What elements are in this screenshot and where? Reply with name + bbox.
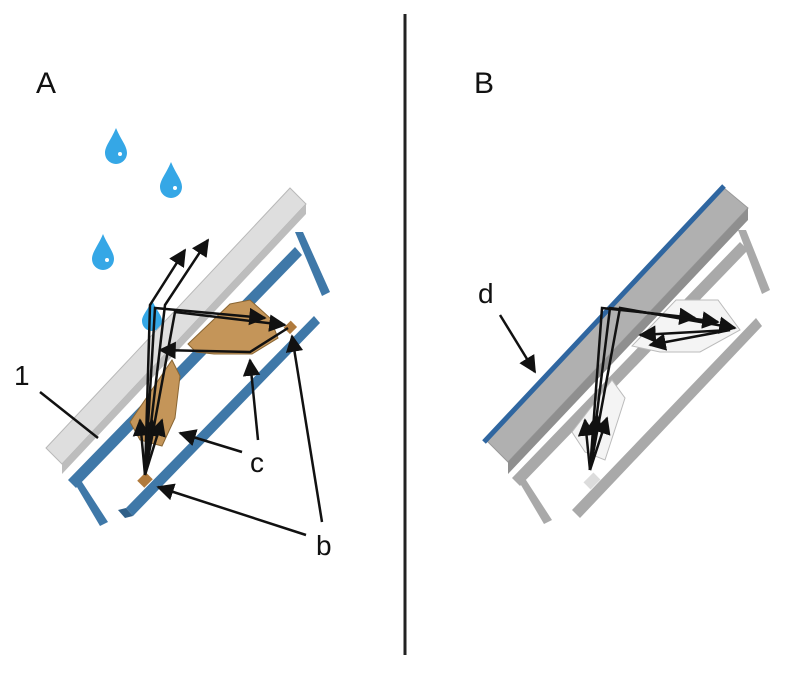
- ray-arrow: [143, 310, 287, 476]
- ray-arrow: [588, 416, 611, 471]
- water-drop-icon: [105, 128, 127, 164]
- ray-arrow: [132, 418, 151, 476]
- callout-b: b: [156, 334, 332, 561]
- panel-a-label: A: [36, 67, 56, 100]
- ray-arrow: [143, 306, 267, 476]
- ray-arrow: [158, 326, 289, 360]
- callout-d: d: [478, 278, 537, 374]
- callout-1-label: 1: [14, 360, 30, 391]
- lower-frame-rail-b: [572, 318, 762, 518]
- callout-c: c: [178, 358, 264, 478]
- panel-a: A: [14, 67, 332, 561]
- water-drop-icon: [160, 162, 182, 198]
- light-rays-a: [132, 238, 289, 476]
- resin-particle: [137, 472, 153, 488]
- ray-arrow: [648, 328, 731, 351]
- glass-panel: [45, 187, 307, 474]
- callout-b-label: b: [316, 530, 332, 561]
- upper-frame: [68, 232, 330, 526]
- ray-arrow: [577, 418, 596, 471]
- callout-1: 1: [14, 360, 99, 439]
- water-droplets: [92, 128, 182, 331]
- light-rays-b: [577, 306, 737, 471]
- water-drop-icon: [92, 234, 114, 270]
- anti-soiling-coating: [482, 184, 726, 444]
- callout-c-label: c: [250, 447, 264, 478]
- ray-arrow: [638, 325, 731, 343]
- panel-b-label: B: [474, 67, 494, 100]
- callout-d-label: d: [478, 278, 494, 309]
- resin-particle: [283, 320, 298, 335]
- water-drop-icon: [142, 300, 162, 331]
- panel-b: B: [474, 67, 770, 524]
- lower-frame-rail: [118, 316, 320, 518]
